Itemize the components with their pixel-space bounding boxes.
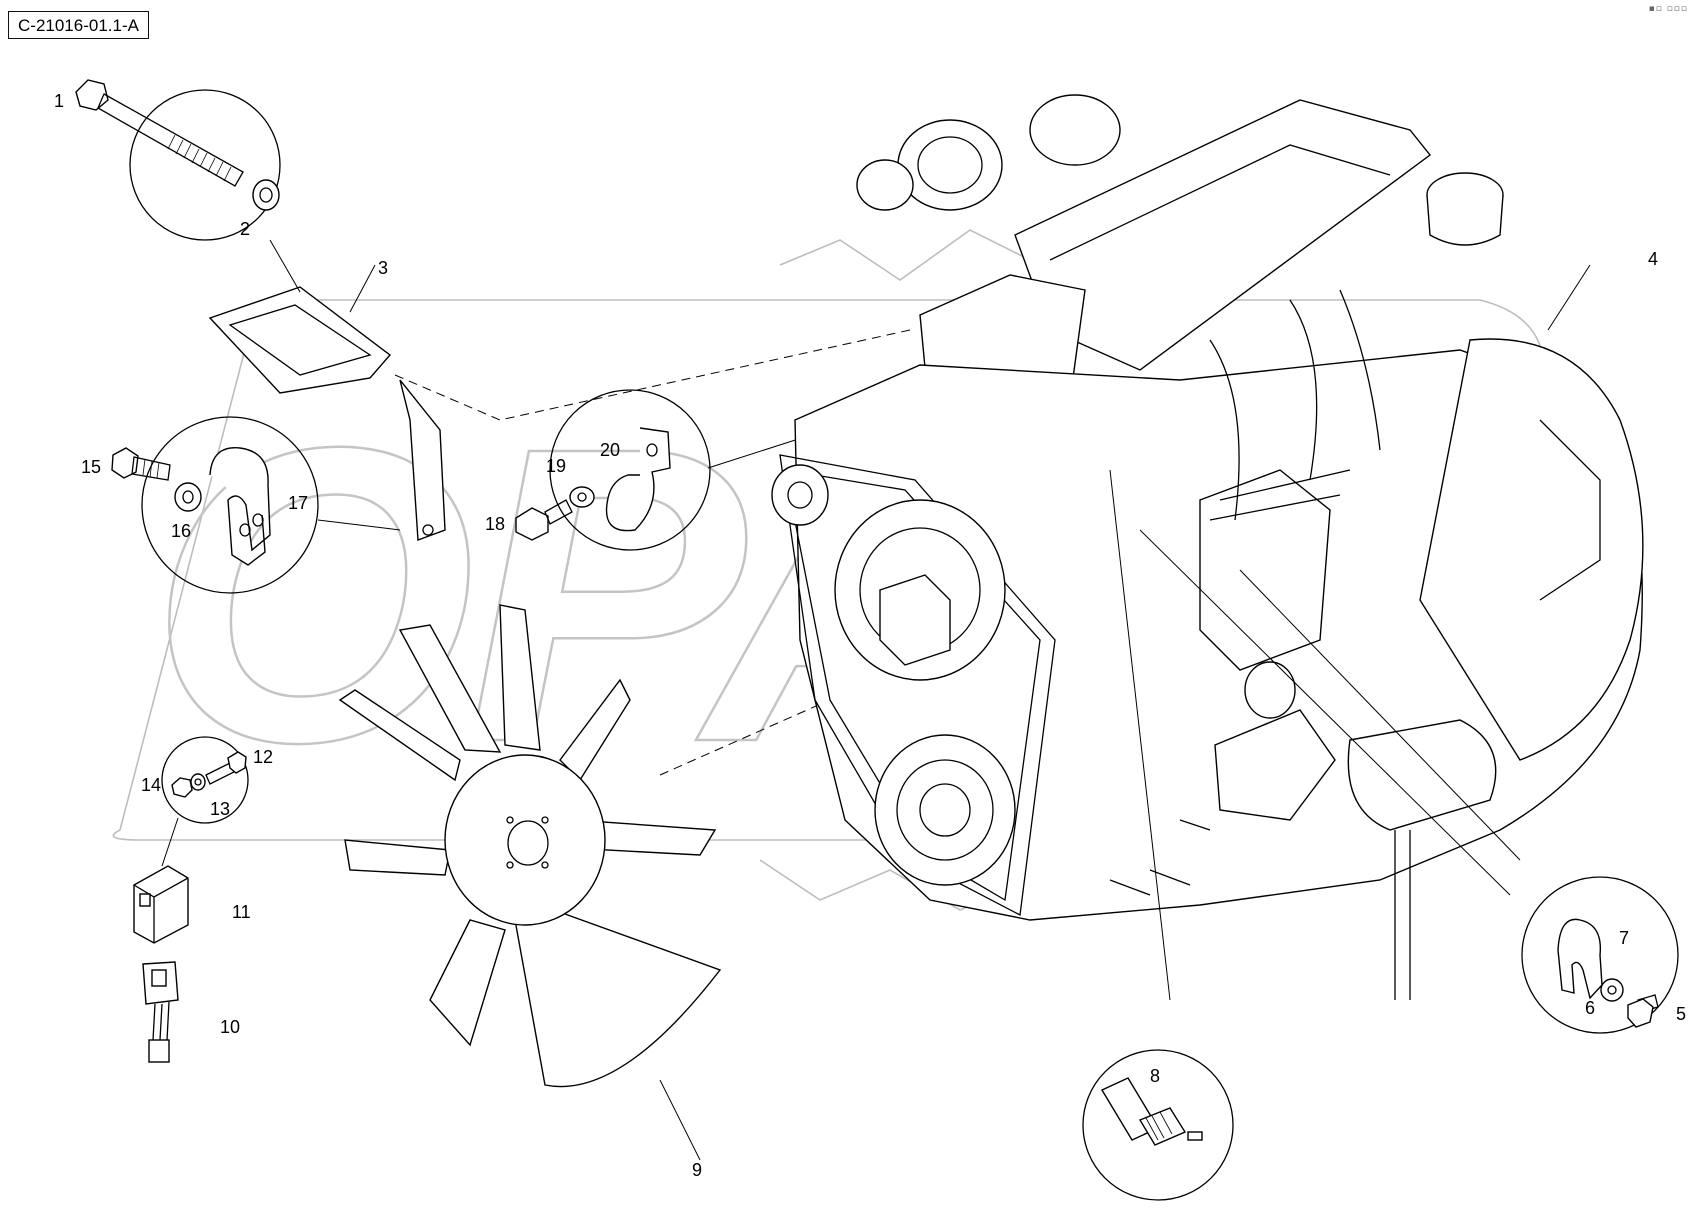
callout-15: 15 bbox=[81, 457, 101, 477]
callout-8: 8 bbox=[1150, 1066, 1160, 1086]
callouts: 1 2 3 4 5 6 7 8 9 10 11 12 13 14 15 16 1… bbox=[54, 91, 1686, 1180]
washer-19 bbox=[569, 486, 595, 508]
clamp-20 bbox=[605, 427, 671, 532]
callout-1: 1 bbox=[54, 91, 64, 111]
callout-5: 5 bbox=[1676, 1004, 1686, 1024]
clamp-7 bbox=[1557, 918, 1603, 1000]
harness-10 bbox=[142, 961, 179, 1063]
washer-6 bbox=[1600, 978, 1624, 1002]
washer-2 bbox=[252, 179, 280, 211]
corner-mark: ▪▫ ▫▫▫ bbox=[1648, 4, 1688, 14]
callout-20: 20 bbox=[600, 440, 620, 460]
callout-12: 12 bbox=[253, 747, 273, 767]
detail-sensor-8 bbox=[1082, 1049, 1234, 1201]
bolt-5 bbox=[1627, 994, 1659, 1028]
callout-10: 10 bbox=[220, 1017, 240, 1037]
bolt-18 bbox=[515, 499, 573, 541]
detail-bolt-washer bbox=[75, 79, 281, 241]
callout-19: 19 bbox=[546, 456, 566, 476]
relay-11 bbox=[133, 817, 189, 944]
bolt-15 bbox=[111, 447, 171, 481]
detail-nut-bolt bbox=[161, 736, 249, 824]
callout-7: 7 bbox=[1619, 928, 1629, 948]
bracket-3 bbox=[208, 239, 446, 541]
callout-3: 3 bbox=[378, 258, 388, 278]
callout-13: 13 bbox=[210, 799, 230, 819]
callout-18: 18 bbox=[485, 514, 505, 534]
callout-11: 11 bbox=[232, 902, 251, 922]
drawing-id-label: C-21016-01.1-A bbox=[8, 11, 149, 39]
callout-16: 16 bbox=[171, 521, 191, 541]
clamp-17 bbox=[209, 447, 271, 566]
bolt-1 bbox=[75, 79, 244, 187]
sensor-8 bbox=[1100, 1077, 1203, 1146]
callout-2: 2 bbox=[240, 219, 250, 239]
callout-6: 6 bbox=[1585, 998, 1595, 1018]
washer-16 bbox=[174, 482, 202, 512]
fan-9 bbox=[338, 604, 722, 1161]
engine-4 bbox=[771, 94, 1644, 1001]
detail-clamp-left bbox=[111, 416, 401, 594]
callout-14: 14 bbox=[141, 775, 161, 795]
washer-13 bbox=[190, 773, 206, 791]
callout-9: 9 bbox=[692, 1160, 702, 1180]
callout-17: 17 bbox=[288, 493, 308, 513]
bolt-12 bbox=[205, 751, 247, 785]
callout-4: 4 bbox=[1648, 249, 1658, 269]
detail-clamp-5-6-7 bbox=[1521, 876, 1679, 1034]
nut-14 bbox=[171, 777, 193, 798]
